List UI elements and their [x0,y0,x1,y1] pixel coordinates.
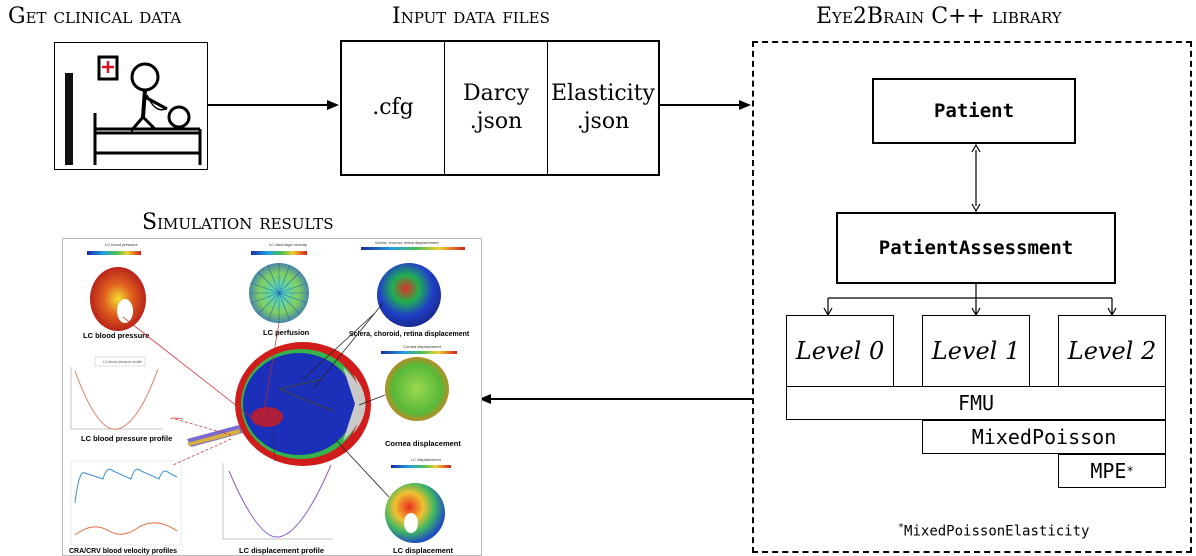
caption-lc-disp-profile: LC displacement profile [239,546,324,555]
elasticity-file-label: Elasticity [550,81,655,106]
simulation-composite-image: LC blood pressure LC blood pressure LC d… [69,240,470,555]
doctor-patient-icon [65,55,202,165]
darcy-file-cell: Darcy .json [445,42,547,174]
simulation-results-figure: LC blood pressure LC blood pressure LC d… [62,238,482,556]
lc-displacement-plot [385,483,445,543]
clinical-pictogram [54,42,208,170]
footnote: *MixedPoissonElasticity [898,522,1089,540]
caption-sclera: Sclera, choroid, retina displacement [349,331,470,338]
fmu-label: FMU [957,391,995,415]
caption-lc-disp: LC displacement [393,546,454,555]
input-files-title: Input data files [392,4,550,29]
patient-box: Patient [872,78,1076,144]
darcy-file-ext: .json [469,109,523,134]
divider [547,42,548,174]
elasticity-file-ext: .json [576,109,630,134]
mpe-box: MPE* [1058,454,1166,488]
cornea-displacement-plot [385,357,449,421]
simulation-results-title: Simulation results [142,210,334,235]
divider [444,42,445,174]
level-0-label: Level 0 [795,337,885,365]
lc-bp-profile-curve [74,368,159,430]
arrow-assessment-levels [823,284,1117,316]
input-files-box: .cfg Darcy .json Elasticity .json [340,40,660,176]
crv-velocity-curve [74,522,178,536]
panel-title: LC discharge velocity [269,242,307,247]
colorbar [361,247,465,250]
colorbar [251,251,307,255]
arrow-clinical-to-input [208,100,339,110]
red-connectors [122,316,280,466]
panel-title: Cornea displacement [403,344,442,349]
sclera-displacement-plot [377,263,441,327]
cfg-file-label: .cfg [372,95,414,120]
library-title: Eye2Brain C++ library [816,4,1062,29]
level-1-box: Level 1 [922,315,1030,387]
colorbar [87,251,141,255]
fmu-box: FMU [786,386,1166,420]
patient-assessment-label: PatientAssessment [878,237,1074,259]
level-2-box: Level 2 [1058,315,1166,387]
patient-label: Patient [933,100,1015,122]
panel-title: Sclera, choroid, retina displacement [375,240,439,245]
panel-title: LC blood pressure [105,242,138,247]
cra-velocity-curve [74,468,178,504]
colorbar [381,351,457,354]
mpe-label: MPE [1090,459,1127,483]
lc-displacement-profile-curve [228,464,332,538]
clinical-data-title: Get clinical data [8,4,182,29]
lc-blood-pressure-plot [90,267,146,331]
caption-lc-blood-pressure: LC blood pressure [83,331,149,340]
arrow-patient-assessment [971,144,981,212]
mixed-poisson-label: MixedPoisson [971,425,1117,449]
level-2-label: Level 2 [1067,337,1157,365]
mpe-footnote-mark: * [1126,464,1134,478]
darcy-file-label: Darcy [462,81,530,106]
elasticity-file-cell: Elasticity .json [548,42,658,174]
arrow-input-to-library [660,100,751,110]
caption-cornea: Cornea displacement [385,439,461,448]
footnote-text: MixedPoissonElasticity [904,523,1090,540]
colorbar [391,465,451,468]
arrow-library-to-results [479,394,752,404]
optic-nerve [187,425,243,447]
black-connectors [272,302,390,498]
level-0-box: Level 0 [786,315,894,387]
footnote-mark: * [898,522,905,533]
library-container [752,41,1192,553]
patient-assessment-box: PatientAssessment [836,212,1116,284]
eye-model [235,342,371,466]
caption-lc-perfusion: LC perfusion [263,328,310,337]
caption-lc-bp-profile: LC blood pressure profile [81,434,172,443]
mixed-poisson-box: MixedPoisson [922,420,1166,454]
panel-title: LC displacement [411,457,442,462]
panel-title: LC blood pressure profile [103,360,142,364]
level-1-label: Level 1 [931,337,1021,365]
caption-cra-crv: CRA/CRV blood velocity profiles [69,548,177,555]
cfg-file-cell: .cfg [342,42,444,174]
